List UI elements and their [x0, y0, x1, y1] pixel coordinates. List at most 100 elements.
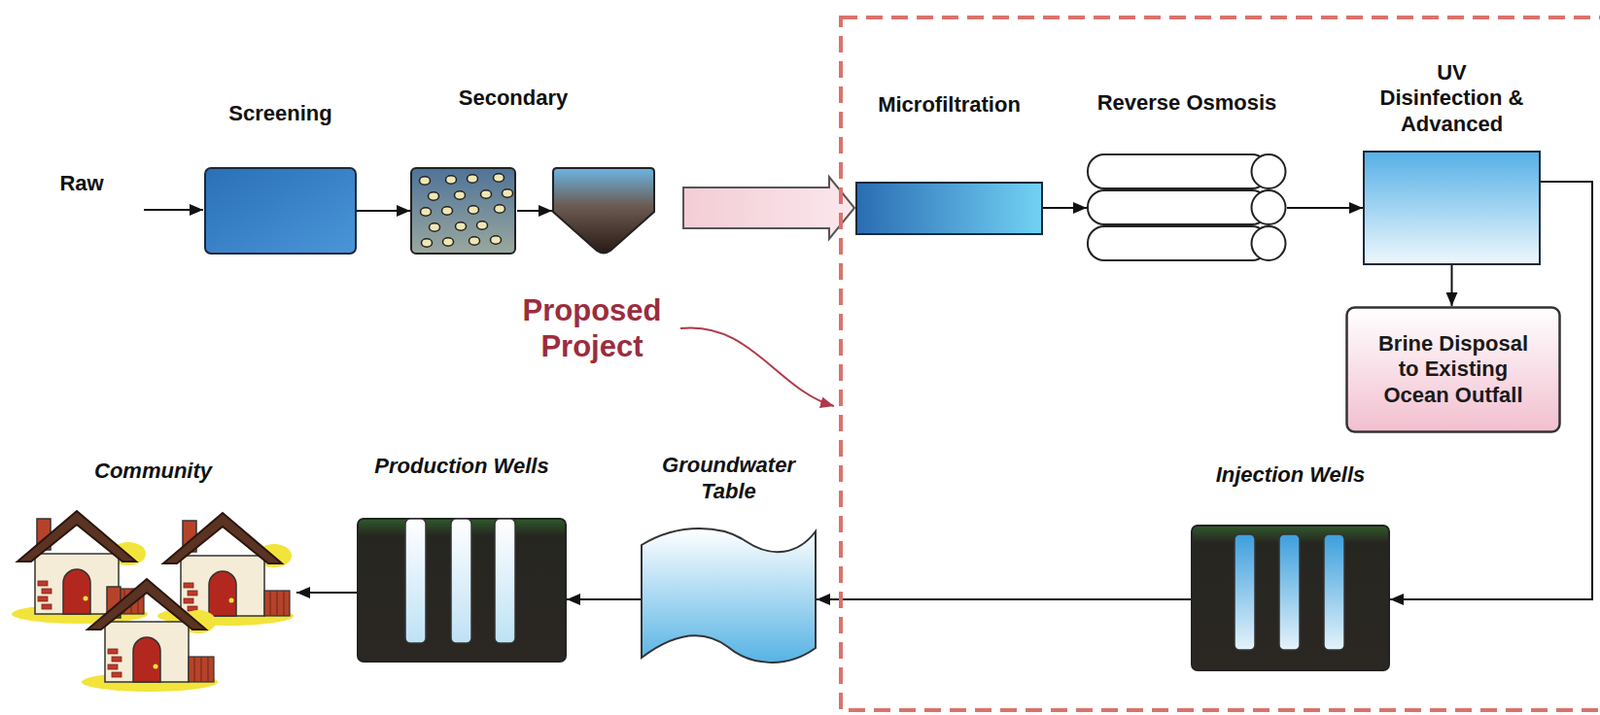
flow-arrow	[566, 598, 641, 601]
label-holder: Proposed Project	[509, 292, 675, 365]
air-bubble	[443, 238, 454, 246]
gw-shape	[640, 529, 817, 661]
production-wells: Production Wells	[356, 518, 567, 663]
input-label-text: Raw	[59, 171, 104, 197]
fence-slat	[283, 591, 285, 617]
region-title: Proposed Project	[509, 292, 675, 365]
leader-line	[680, 327, 835, 407]
community-shape	[9, 505, 297, 684]
project-boundary: MicrofiltrationReverse OsmosisUV Disinfe…	[838, 15, 1600, 713]
wall	[34, 554, 119, 615]
well-casing	[1279, 534, 1300, 651]
air-bubble	[490, 236, 502, 244]
tank	[205, 168, 356, 254]
roof	[17, 511, 137, 562]
tube-end	[1252, 190, 1287, 225]
brick	[37, 596, 48, 602]
air-bubble	[468, 206, 480, 214]
air-bubble	[455, 222, 467, 231]
clarifier	[553, 168, 655, 254]
ro-shape	[1086, 152, 1287, 264]
air-bubble	[493, 173, 505, 182]
node-label: UV Disinfection & Advanced	[1376, 60, 1529, 138]
fence-slat	[270, 591, 272, 617]
microfiltration-unit: Microfiltration	[855, 181, 1044, 236]
well-casing	[451, 519, 472, 644]
micro-shape	[855, 181, 1044, 236]
label-holder: Brine Disposal to Existing Ocean Outfall	[1345, 306, 1562, 434]
wall	[104, 622, 189, 683]
air-bubble	[477, 221, 488, 230]
air-bubble	[419, 176, 431, 185]
air-bubble	[481, 190, 492, 199]
ground-body	[357, 519, 566, 662]
air-bubble	[446, 175, 457, 184]
node-label: Screening	[228, 101, 332, 127]
label-holder: Microfiltration	[877, 92, 1021, 118]
label-holder: Secondary	[458, 85, 569, 111]
flow-arrow	[816, 598, 1191, 601]
roof	[163, 513, 282, 564]
flow-arrow	[356, 209, 411, 212]
reverse-osmosis-unit: Reverse Osmosis	[1086, 152, 1287, 264]
air-bubble	[494, 205, 506, 213]
node-label: Injection Wells	[1216, 462, 1366, 488]
inner-arrow	[517, 209, 553, 212]
brick	[111, 672, 122, 678]
air-bubble	[421, 239, 433, 247]
label-holder: Reverse Osmosis	[1097, 90, 1278, 116]
label-holder: Production Wells	[374, 453, 549, 480]
label-holder: Community	[94, 458, 212, 485]
tube-end	[1252, 226, 1287, 261]
brick	[107, 664, 118, 670]
air-bubble	[502, 189, 514, 198]
brick	[37, 581, 48, 587]
node-label: Reverse Osmosis	[1097, 90, 1278, 116]
fence	[188, 657, 214, 683]
node-label: Production Wells	[374, 453, 549, 480]
door-knob	[83, 596, 89, 602]
secondary-treatment: Secondary	[410, 167, 656, 255]
tube-end	[1252, 154, 1287, 189]
air-bubble	[454, 191, 466, 200]
screen-shape	[204, 167, 357, 255]
fence	[264, 591, 290, 617]
inj-shape	[1190, 524, 1391, 672]
input-label: Raw	[59, 171, 104, 197]
fence-slat	[194, 657, 196, 683]
flow-arrow	[296, 591, 357, 594]
door	[208, 571, 237, 617]
air-bubble	[442, 207, 453, 215]
roof	[87, 579, 207, 630]
brick	[41, 604, 52, 610]
fence-slat	[201, 657, 203, 683]
community-houses: Community	[9, 505, 297, 684]
air-bubble	[420, 208, 432, 216]
brine-outline	[1347, 308, 1561, 433]
inflow-arrow	[143, 208, 204, 211]
uv-box	[1363, 151, 1540, 265]
door	[63, 569, 91, 615]
flow-arrow	[1043, 207, 1087, 209]
label-holder: Screening	[228, 101, 332, 127]
dashed-boundary	[840, 17, 1600, 711]
node-label: Secondary	[458, 85, 569, 111]
brick	[111, 657, 122, 662]
water-wave	[641, 528, 816, 663]
brick	[183, 583, 194, 589]
brine-box: Brine Disposal to Existing Ocean Outfall	[1345, 306, 1562, 434]
uv-unit: UV Disinfection & Advanced	[1362, 150, 1541, 266]
fence-slat	[208, 657, 209, 683]
label-holder: Groundwater Table	[656, 452, 802, 505]
flow-arrow	[1451, 265, 1454, 307]
brick	[187, 591, 198, 596]
wall	[180, 556, 265, 617]
label-holder: UV Disinfection & Advanced	[1376, 60, 1529, 138]
prod-shape	[356, 518, 567, 663]
brick	[183, 598, 194, 604]
groundwater-table: Groundwater Table	[640, 529, 817, 661]
injection-wells: Injection Wells	[1190, 524, 1391, 672]
brick	[41, 589, 52, 594]
node-label: Groundwater Table	[656, 452, 802, 505]
